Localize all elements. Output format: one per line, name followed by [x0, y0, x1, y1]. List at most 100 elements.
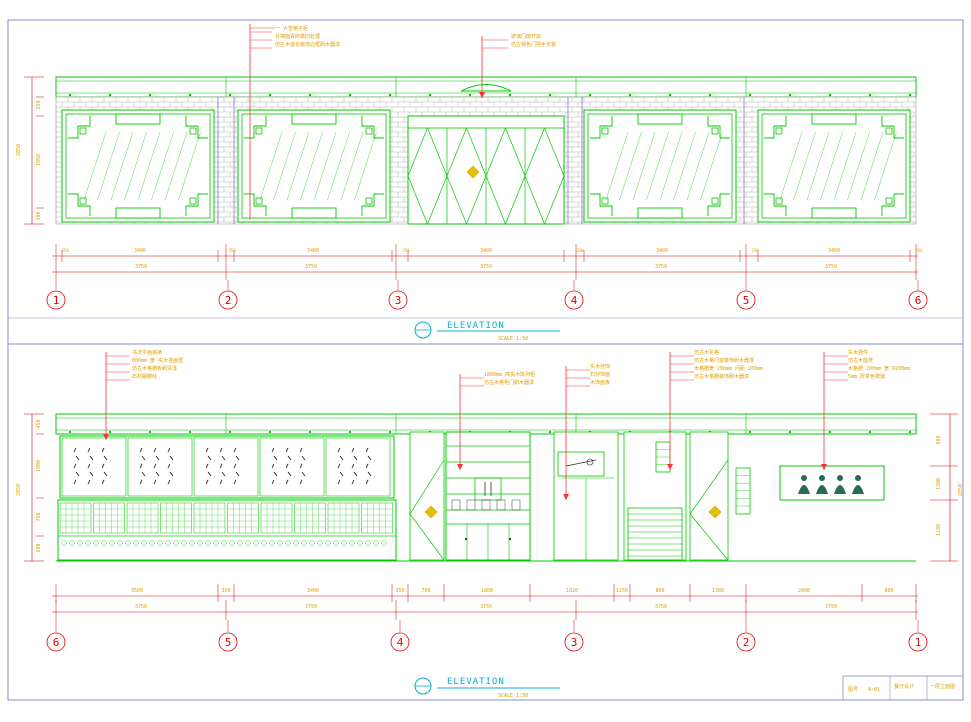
calligraphy-panel — [127, 437, 193, 497]
note-text: 仿古木窗花装饰边框刷木器漆 — [275, 41, 340, 48]
calligraphy-stroke — [205, 463, 209, 469]
statue-head — [855, 475, 861, 481]
calligraphy-panel — [61, 437, 127, 497]
calligraphy-stroke — [87, 447, 91, 453]
calligraphy-stroke — [299, 447, 303, 453]
calligraphy-stroke — [365, 479, 369, 485]
bench-fret — [292, 539, 300, 547]
bench-fret — [372, 539, 380, 547]
glass-hatch — [164, 131, 188, 201]
calligraphy-stroke — [353, 471, 358, 477]
bench-lattice-panel — [294, 502, 326, 534]
window-fret — [185, 116, 208, 139]
glass-hatch — [340, 131, 364, 201]
calligraphy-stroke — [141, 471, 146, 477]
height-dim-segment: 300 — [36, 211, 42, 220]
panel-frame — [689, 431, 729, 561]
calligraphy-stroke — [271, 447, 275, 453]
bench-fret — [244, 539, 252, 547]
window-fret-square — [255, 127, 263, 135]
dim-gap-label: 350 — [576, 248, 584, 253]
lattice-window — [237, 109, 391, 223]
calligraphy-stroke — [301, 455, 306, 461]
door-diamond — [485, 127, 526, 225]
axis-bubble — [218, 290, 238, 310]
door-arch — [460, 84, 512, 92]
calligraphy-stroke — [139, 479, 143, 485]
window-outer-frame — [757, 109, 911, 223]
bench-lattice-panel — [193, 502, 226, 534]
calligraphy-stroke — [365, 463, 369, 469]
bench-fret — [156, 539, 164, 547]
cornice-dot — [628, 93, 632, 97]
note-text: 仿古木花格 — [694, 349, 719, 356]
glass-hatch — [124, 131, 147, 201]
calligraphy-stroke — [167, 479, 171, 485]
calligraphy-stroke — [299, 479, 303, 485]
cornice-dot — [388, 93, 392, 97]
panel-ornament — [424, 505, 438, 519]
bench-fret — [380, 539, 388, 547]
glass-hatch — [151, 131, 174, 201]
calligraphy-frame — [59, 435, 395, 499]
cornice-dot — [348, 93, 352, 97]
cornice-dot — [108, 430, 112, 434]
note-text: 木格栅宽 200mm 间距 200mm — [694, 365, 763, 372]
bench-fret — [60, 539, 68, 547]
window-fret — [764, 116, 787, 139]
bench-lattice-panel — [59, 502, 92, 534]
bench-fret — [300, 539, 308, 547]
window-fret-square — [601, 197, 609, 205]
calligraphy-stroke — [101, 447, 105, 453]
entrance-door — [407, 115, 565, 225]
cornice-dot — [188, 430, 192, 434]
calligraphy-stroke — [287, 471, 292, 477]
glass-hatch — [137, 131, 161, 201]
height-dim-total: 2850 — [16, 144, 22, 156]
cabinet-knob — [508, 537, 512, 541]
glass-hatch — [806, 131, 830, 201]
dim-segment-label: 800 — [884, 588, 893, 594]
dim-segment-label: 3400 — [828, 248, 840, 254]
calligraphy-stroke — [155, 455, 160, 461]
glass-hatch — [605, 131, 629, 201]
height-dim-segment: 1100 — [936, 524, 942, 536]
bench-fret — [204, 539, 212, 547]
dim-gap-label: 350 — [751, 248, 759, 253]
calligraphy-stroke — [299, 463, 303, 469]
bench-fret — [76, 539, 84, 547]
height-dim-segment: 450 — [36, 419, 42, 428]
cornice-dot — [828, 430, 832, 434]
lattice-window — [757, 109, 911, 223]
cabinet-bottle — [496, 499, 506, 511]
calligraphy-stroke — [87, 463, 91, 469]
bench-fret — [212, 539, 220, 547]
panel-diamond — [409, 459, 445, 561]
glass-hatch — [110, 131, 134, 201]
calligraphy-stroke — [103, 471, 108, 477]
note-text: 1800mm 高实木陈列柜 — [484, 371, 535, 378]
calligraphy-stroke — [273, 455, 278, 461]
display-cabinet — [445, 431, 531, 561]
axis-bubble — [388, 290, 408, 310]
window-fret — [185, 193, 208, 216]
calligraphy-stroke — [235, 471, 240, 477]
calligraphy-stroke — [235, 455, 240, 461]
bottom-title-text: ELEVATION — [447, 677, 505, 687]
bench-fret — [340, 539, 348, 547]
panel-ornament — [708, 505, 722, 519]
door-diamond — [407, 127, 448, 225]
axis-number: 4 — [571, 294, 578, 307]
statue-body — [816, 485, 828, 494]
statue-head — [819, 475, 825, 481]
dim-segment-label: 3500 — [131, 588, 143, 594]
bench-fret — [260, 539, 268, 547]
cornice-dot — [108, 93, 112, 97]
window-fret — [244, 193, 267, 216]
cornice-dot — [68, 430, 72, 434]
bench-fret — [196, 539, 204, 547]
door-diamond — [446, 127, 487, 225]
calligraphy-stroke — [139, 463, 143, 469]
